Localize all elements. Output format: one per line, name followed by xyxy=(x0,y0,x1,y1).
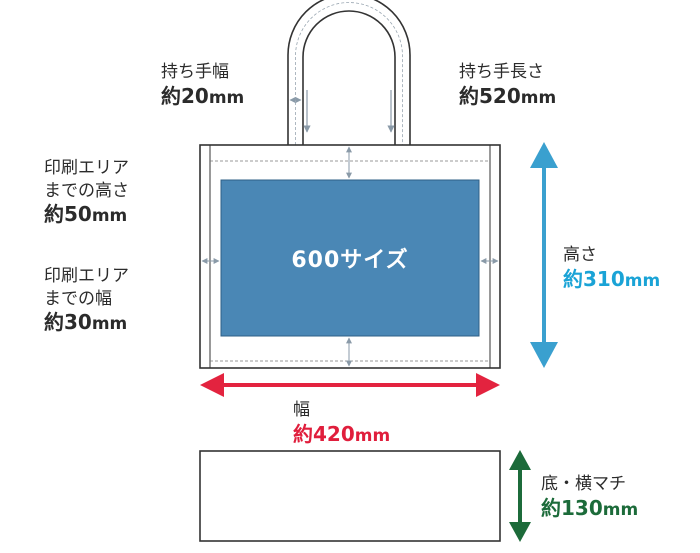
margin-height-unit: mm xyxy=(91,206,128,226)
handle-width-unit: mm xyxy=(208,88,245,108)
height-number: 310 xyxy=(583,267,625,291)
handle-width-title: 持ち手幅 xyxy=(161,62,229,82)
margin-height-number: 50 xyxy=(64,202,92,226)
handle-width-number: 20 xyxy=(181,84,209,108)
margin-width-line1: 印刷エリア xyxy=(44,266,129,286)
height-arrow-head-top xyxy=(530,142,558,168)
margin-width-unit: mm xyxy=(91,314,128,334)
print-area xyxy=(220,179,480,337)
gusset-prefix: 約 xyxy=(541,496,561,520)
gusset-label: 底・横マチ 約130mm xyxy=(541,472,638,522)
handle-width-label: 持ち手幅 約20mm xyxy=(161,60,244,110)
margin-width-label: 印刷エリア までの幅 約30mm xyxy=(44,265,129,336)
height-label: 高さ 約310mm xyxy=(563,243,660,293)
margin-width-prefix: 約 xyxy=(44,310,64,334)
handle-inner xyxy=(302,10,396,145)
print-area-label: 600サイズ xyxy=(291,248,409,273)
width-prefix: 約 xyxy=(293,422,313,446)
gusset-panel xyxy=(199,450,501,542)
margin-height-line2: までの高さ xyxy=(44,181,129,201)
height-prefix: 約 xyxy=(563,267,583,291)
height-title: 高さ xyxy=(563,245,597,265)
margin-height-line1: 印刷エリア xyxy=(44,158,129,178)
gusset-arrow-head-top xyxy=(509,450,531,470)
gusset-arrow-head-bottom xyxy=(509,522,531,542)
handle-length-unit: mm xyxy=(520,88,557,108)
margin-height-label: 印刷エリア までの高さ 約50mm xyxy=(44,157,129,228)
gusset-title: 底・横マチ xyxy=(541,474,626,494)
margin-width-number: 30 xyxy=(64,310,92,334)
height-unit: mm xyxy=(624,271,661,291)
handle-stitch xyxy=(295,2,403,145)
handle-width-prefix: 約 xyxy=(161,84,181,108)
width-label: 幅 約420mm xyxy=(293,398,390,448)
handle-length-prefix: 約 xyxy=(459,84,479,108)
handle-length-title: 持ち手長さ xyxy=(459,62,544,82)
width-title: 幅 xyxy=(293,400,310,420)
handle-length-label: 持ち手長さ 約520mm xyxy=(459,60,556,110)
width-arrow-head-left xyxy=(200,373,224,397)
margin-height-prefix: 約 xyxy=(44,202,64,226)
width-number: 420 xyxy=(313,422,355,446)
handle-length-number: 520 xyxy=(479,84,521,108)
gusset-unit: mm xyxy=(602,500,639,520)
width-unit: mm xyxy=(354,426,391,446)
handle-outer xyxy=(287,0,411,145)
width-arrow-head-right xyxy=(476,373,500,397)
gusset-number: 130 xyxy=(561,496,603,520)
margin-width-line2: までの幅 xyxy=(44,289,112,309)
height-arrow-head-bottom xyxy=(530,342,558,368)
